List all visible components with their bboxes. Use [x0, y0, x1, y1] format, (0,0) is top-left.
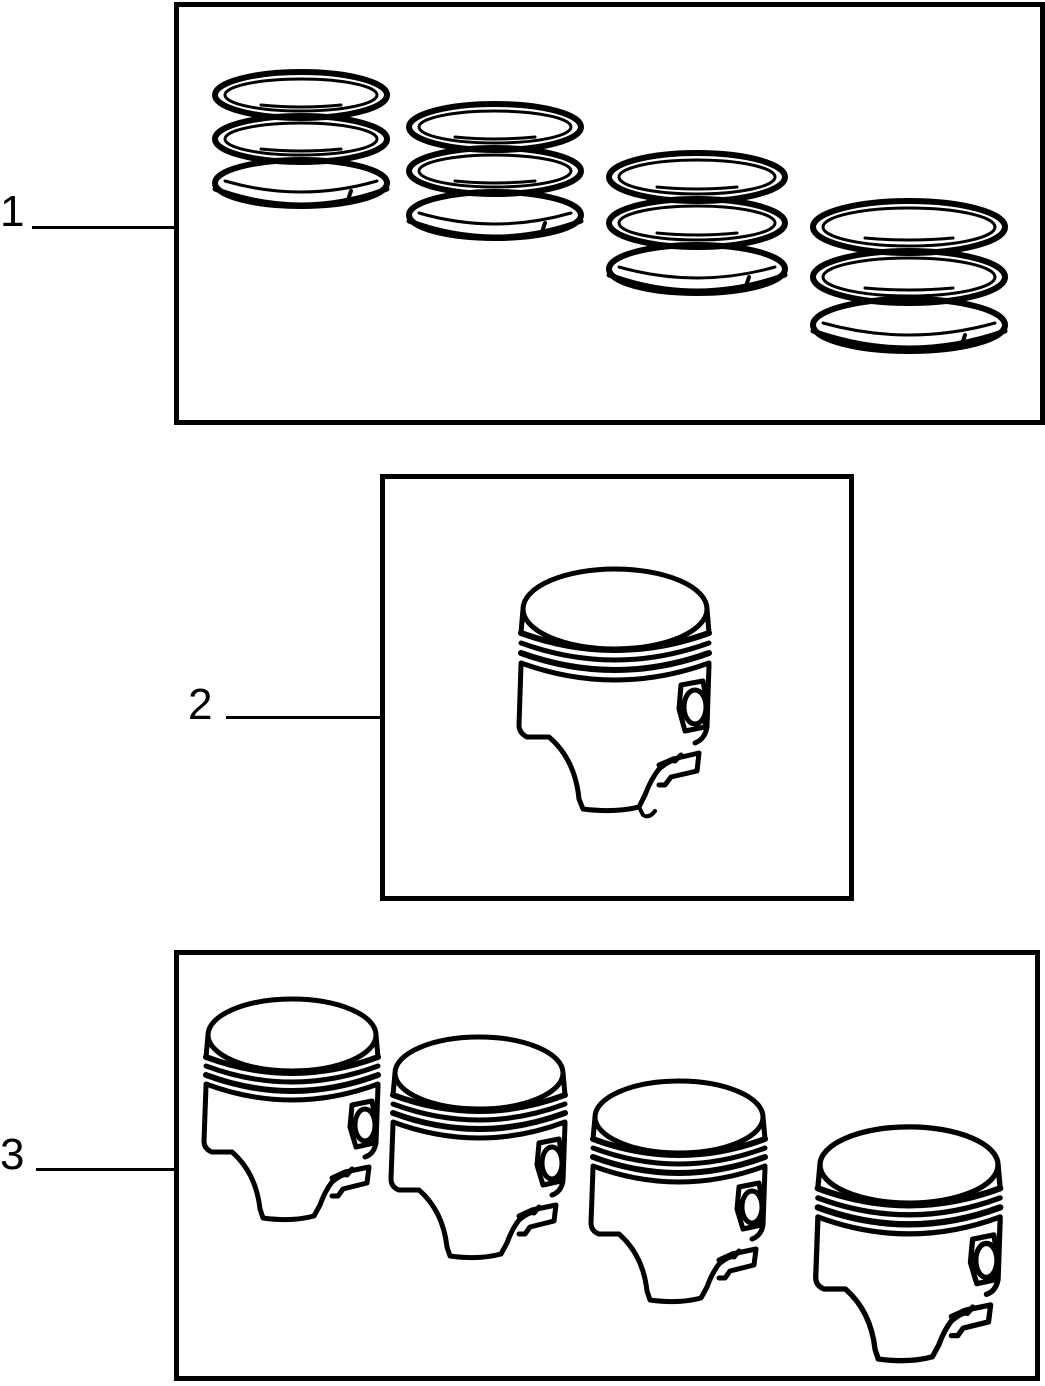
ring-set-1 — [212, 69, 390, 209]
ring-top — [406, 101, 584, 153]
ring-top — [810, 198, 1008, 256]
frame-single-piston — [380, 474, 854, 901]
ring-set-2 — [406, 101, 584, 241]
leader-line-3 — [36, 1168, 178, 1171]
piston-set-drawing — [179, 955, 1045, 1386]
piston-1 — [204, 999, 378, 1220]
ring-set-4 — [810, 198, 1008, 354]
ring-set-3 — [606, 150, 788, 296]
piston — [516, 566, 712, 819]
piston-3 — [591, 1081, 765, 1302]
ring-bottom — [810, 296, 1008, 354]
callout-number-2: 2 — [188, 680, 213, 729]
leader-line-1 — [32, 226, 178, 229]
ring-top — [212, 69, 390, 121]
ring-bottom — [606, 242, 788, 296]
ring-top — [606, 150, 788, 204]
ring-bottom — [406, 189, 584, 241]
ring-middle — [212, 113, 390, 165]
single-piston-drawing — [516, 566, 712, 819]
ring-bottom — [212, 157, 390, 209]
piston-rings-drawing — [212, 69, 1008, 354]
leader-line-2 — [226, 716, 384, 719]
callout-number-3: 3 — [0, 1130, 25, 1179]
ring-middle — [810, 248, 1008, 306]
ring-middle — [606, 196, 788, 250]
callout-number-1: 1 — [0, 187, 25, 236]
piston-4 — [816, 1127, 1000, 1361]
frame-piston-set — [174, 950, 1040, 1381]
piston-2 — [391, 1037, 565, 1258]
frame-piston-rings — [174, 2, 1045, 425]
ring-middle — [406, 145, 584, 197]
